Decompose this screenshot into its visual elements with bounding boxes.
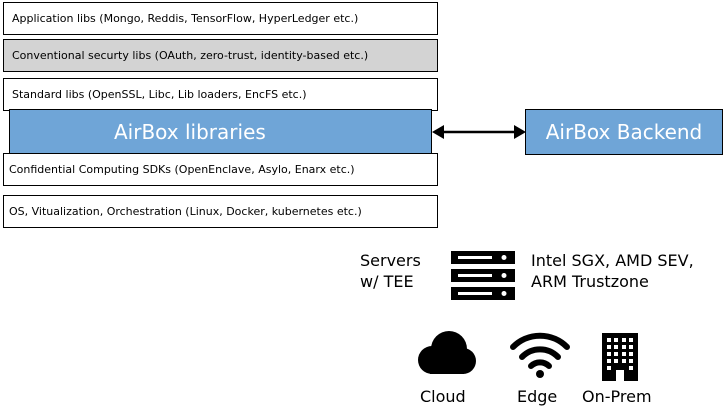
- cloud-icon: [418, 331, 476, 374]
- cloud-label: Cloud: [420, 387, 466, 406]
- airbox-backend-box: AirBox Backend: [525, 109, 723, 155]
- servers-label: Servers w/ TEE: [360, 250, 421, 292]
- os-layer-label: OS, Vitualization, Orchestration (Linux,…: [9, 205, 362, 218]
- cc-sdks-label: Confidential Computing SDKs (OpenEnclave…: [9, 163, 355, 176]
- bidirectional-arrow-icon: [432, 125, 526, 139]
- airbox-libraries-label: AirBox libraries: [114, 120, 266, 144]
- building-icon: [602, 333, 638, 381]
- airbox-libraries-layer: AirBox libraries: [9, 109, 432, 155]
- app-libs-layer: Application libs (Mongo, Reddis, TensorF…: [3, 2, 438, 35]
- tee-line-1: Intel SGX, AMD SEV,: [531, 251, 694, 270]
- on-prem-label: On-Prem: [582, 387, 652, 406]
- standard-libs-label: Standard libs (OpenSSL, Libc, Lib loader…: [12, 88, 307, 101]
- server-rack-icon: [451, 251, 515, 300]
- wifi-icon: [510, 332, 570, 378]
- os-layer: OS, Vitualization, Orchestration (Linux,…: [3, 195, 438, 228]
- servers-line-1: Servers: [360, 251, 421, 270]
- servers-line-2: w/ TEE: [360, 272, 414, 291]
- conventional-security-label: Conventional securty libs (OAuth, zero-t…: [12, 49, 369, 62]
- conventional-security-layer: Conventional securty libs (OAuth, zero-t…: [3, 39, 438, 72]
- airbox-backend-label: AirBox Backend: [545, 120, 703, 144]
- tee-line-2: ARM Trustzone: [531, 272, 649, 291]
- cc-sdks-layer: Confidential Computing SDKs (OpenEnclave…: [3, 153, 438, 186]
- tee-list: Intel SGX, AMD SEV, ARM Trustzone: [531, 250, 694, 292]
- standard-libs-layer: Standard libs (OpenSSL, Libc, Lib loader…: [3, 78, 438, 111]
- app-libs-label: Application libs (Mongo, Reddis, TensorF…: [12, 12, 359, 25]
- edge-label: Edge: [517, 387, 558, 406]
